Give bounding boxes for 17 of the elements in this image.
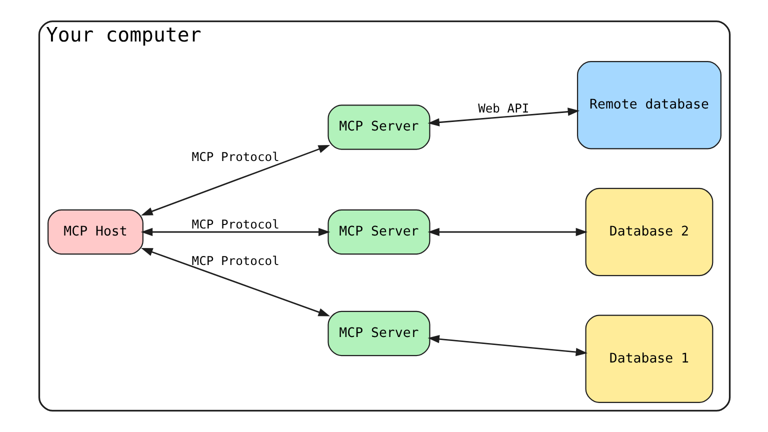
node-box: MCP Server [327, 310, 430, 356]
arrow [140, 228, 330, 236]
arrow [427, 108, 580, 126]
node-box: Database 2 [584, 188, 713, 276]
node-box: Database 1 [584, 314, 713, 403]
node-box: Remote database [576, 61, 721, 150]
edge-label: MCP Protocol [191, 254, 279, 268]
edge-label: MCP Protocol [191, 217, 279, 232]
arrow [427, 228, 588, 236]
node-box: MCP Server [327, 104, 430, 150]
node-box: MCP Server [327, 209, 430, 255]
arrow [140, 248, 330, 316]
edge-label: Web API [478, 102, 529, 116]
arrow [427, 335, 588, 356]
node-box: MCP Host [47, 209, 143, 255]
arrow [140, 145, 330, 216]
edge-label: MCP Protocol [191, 150, 279, 164]
